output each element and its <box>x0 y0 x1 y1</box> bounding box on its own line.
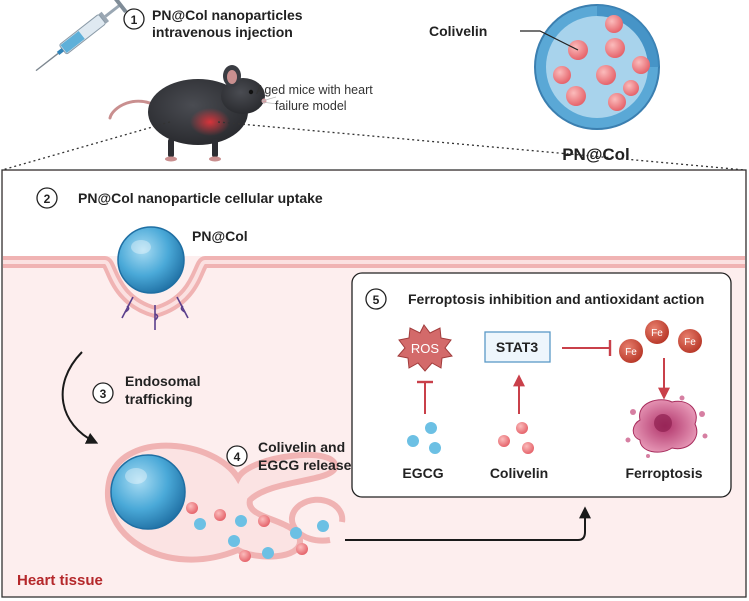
colivelin-label: Colivelin <box>490 465 548 481</box>
step-5-title: Ferroptosis inhibition and antioxidant a… <box>408 291 704 307</box>
step-5-badge <box>365 288 387 310</box>
step-1-title-line1: PN@Col nanoparticles <box>152 7 303 23</box>
ferroptosis-cell-icon <box>625 395 708 458</box>
mouse-icon <box>108 65 278 162</box>
step-5-number: 5 <box>373 293 380 307</box>
step-4-number: 4 <box>234 450 241 464</box>
zoom-line-right <box>217 121 746 171</box>
step-5-box <box>351 272 732 498</box>
step-1-title-line2: intravenous injection <box>152 24 293 40</box>
step-3-badge <box>92 382 114 404</box>
step-2-badge <box>36 187 58 209</box>
endosome-particle <box>110 454 186 530</box>
ros-label: ROS <box>411 341 440 356</box>
receptor-icons <box>121 296 189 330</box>
pn-col-particle-uptake <box>117 226 185 294</box>
extracellular-area <box>3 171 745 256</box>
ros-burst-icon <box>397 324 453 372</box>
ferroptosis-label: Ferroptosis <box>625 465 702 481</box>
stat3-label: STAT3 <box>496 339 538 355</box>
fe-ions <box>619 320 702 363</box>
pn-col-uptake-label: PN@Col <box>192 228 248 244</box>
heart-tissue-label: Heart tissue <box>17 572 103 589</box>
zoom-line-left <box>1 121 171 171</box>
mouse-caption-line2: failure model <box>275 99 347 113</box>
fe-label-2: Fe <box>651 328 663 339</box>
step-3-title-line1: Endosomal <box>125 373 200 389</box>
step-4-title-line1: Colivelin and <box>258 439 345 455</box>
colivelin-molecule <box>516 422 528 434</box>
step-1-number: 1 <box>131 13 138 27</box>
step-2-title: PN@Col nanoparticle cellular uptake <box>78 190 323 206</box>
step-4-title-line2: EGCG release <box>258 457 352 473</box>
release-to-action-arrow <box>345 506 591 541</box>
colivelin-callout-label: Colivelin <box>429 23 487 39</box>
pn-col-nanoparticle <box>534 4 660 130</box>
colivelin-callout-line <box>520 30 579 51</box>
egcg-molecule <box>425 422 437 434</box>
fe-label-3: Fe <box>684 337 696 348</box>
pn-col-name-label: PN@Col <box>562 145 630 164</box>
step-3-title-line2: trafficking <box>125 391 193 407</box>
stat3-box <box>484 331 551 363</box>
released-molecules <box>186 502 329 562</box>
endosomal-arrow <box>61 351 99 444</box>
egcg-label: EGCG <box>402 465 443 481</box>
step-2-number: 2 <box>44 192 51 206</box>
step-1-badge <box>123 8 145 30</box>
step-4-badge <box>226 445 248 467</box>
step-3-number: 3 <box>100 387 107 401</box>
syringe-icon <box>35 0 128 72</box>
fe-label-1: Fe <box>625 347 637 358</box>
mouse-caption-line1: Aged mice with heart <box>256 83 373 97</box>
